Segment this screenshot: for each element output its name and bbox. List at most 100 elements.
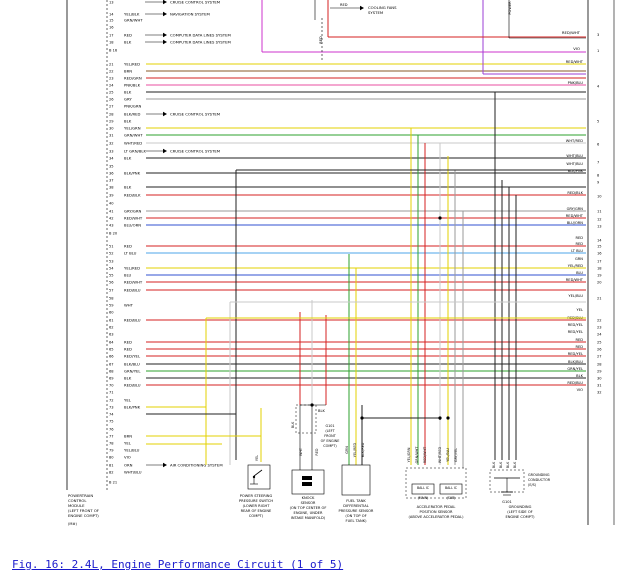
wire-color-label-right: WHT/BLU: [566, 162, 583, 166]
right-connector-pin-number: 23: [597, 326, 602, 330]
system-reference-label: COMPUTER DATA LINES SYSTEM: [170, 40, 231, 45]
pcm-pin-number: 53: [109, 260, 114, 264]
component-label: (LOWER RIGHT: [243, 504, 271, 508]
right-connector-pin-number: 16: [597, 252, 602, 256]
switch-contact: [253, 469, 263, 477]
component-label: POSITION SENSOR: [419, 510, 453, 514]
pcm-wire-label: GRY/GRN: [124, 209, 142, 214]
fuel-tank-pressure-sensor-body: [341, 464, 371, 496]
right-connector-pin-number: 17: [597, 260, 602, 264]
pcm-pin-number: 13: [109, 1, 114, 5]
pcm-pin-number: 65: [109, 348, 114, 352]
right-connector-pin-number: 29: [597, 370, 602, 374]
wire-color-label-right: RED/YEL: [568, 323, 583, 327]
vertical-wire-label: YEL/BLU: [446, 448, 450, 462]
pcm-pin-number: 38: [109, 186, 114, 190]
pcm-pin-number: 59: [109, 304, 114, 308]
pcm-pin-number: 37: [109, 179, 114, 183]
wire-color-label-right: RED/YEL: [568, 330, 583, 334]
pcm-wire-label: GRN/WHT: [124, 133, 143, 138]
wire-color-label-right: BLK/PNK: [568, 169, 584, 173]
arrow-icon: [163, 462, 167, 468]
wire-color-label-right: GRY/GRN: [567, 207, 584, 211]
knock-sensor-element: [302, 476, 312, 480]
pcm-wire-label: YEL/RED: [124, 62, 140, 67]
system-reference-label: CRUISE CONTROL SYSTEM: [170, 0, 220, 5]
pcm-pin-number: 28: [109, 113, 114, 117]
pcm-pin-number: 62: [109, 326, 114, 330]
system-reference-label: CRUISE CONTROL SYSTEM: [170, 149, 220, 154]
pcm-label: (LEFT FRONT OF: [68, 508, 99, 513]
pcm-wire-label: LT GRN/BLK: [124, 149, 147, 154]
pcm-wire-label: VIO: [124, 455, 131, 460]
wire-color-label-right: YEL/RED: [568, 264, 583, 268]
pcm-pin-number: 33: [109, 150, 114, 154]
wire-color-label-right: BLK: [576, 374, 583, 378]
right-connector-pin-number: 21: [597, 297, 602, 301]
pcm-wire-label: RED: [124, 340, 132, 345]
pcm-pin-number: 16: [109, 26, 114, 30]
component-label: SENSOR: [301, 501, 316, 505]
pcm-pin-number: 76: [109, 428, 114, 432]
pcm-pin-number: 69: [109, 377, 114, 381]
pcm-wire-label: BLK/BLU: [124, 362, 140, 367]
pcm-pin-number: 26: [109, 98, 114, 102]
pcm-pin-number: 15: [109, 19, 114, 23]
pcm-pin-number: 78: [109, 442, 114, 446]
pcm-pin-number: 82: [109, 471, 114, 475]
arrow-icon: [163, 111, 167, 117]
ground-code: G101: [502, 500, 512, 504]
system-reference-label: AIR CONDITIONING SYSTEM: [170, 463, 223, 468]
pcm-pin-number: 81: [109, 464, 114, 468]
pcm-pin-number: 40: [109, 202, 114, 206]
ground-note: CONDUCTOR: [528, 478, 551, 482]
pcm-label: ENGINE COMPT): [68, 513, 99, 518]
pcm-pin-number: 29: [109, 120, 114, 124]
pcm-wire-label: BLK/PNK: [124, 405, 141, 410]
component-label: (ON TOP OF: [345, 514, 366, 518]
ic-label: (MAIN): [418, 496, 429, 500]
component-label: (ABOVE ACCELERATOR PEDAL): [408, 515, 464, 519]
app-sensor-ic-box: [439, 483, 463, 495]
pcm-wire-label: GRN/YEL: [124, 369, 141, 374]
vertical-wire-label: BLK: [492, 461, 496, 468]
pcm-wire-label: RED: [124, 33, 132, 38]
pcm-pin-number: 67: [109, 363, 114, 367]
wire-color-label-right: VIO: [573, 46, 580, 51]
component-label: ENGINE, UNDER: [294, 511, 323, 515]
system-reference-label: CRUISE CONTROL SYSTEM: [170, 112, 220, 117]
pcm-pin-number: 75: [109, 420, 114, 424]
pcm-pin-number: 80: [109, 456, 114, 460]
right-connector-pin-number: 25: [597, 341, 602, 345]
right-connector-pin-number: 6: [597, 143, 600, 147]
pcm-wire-label: BRN: [124, 69, 132, 74]
ic-label: BALL IC: [417, 486, 430, 490]
right-connector-pin-number: 12: [597, 218, 602, 222]
vertical-wire-label: BLK/RED: [361, 442, 365, 457]
pcm-wire-label: GRY: [124, 97, 132, 102]
arrow-icon: [360, 5, 364, 11]
right-connector-pin-number: 19: [597, 274, 602, 278]
pcm-wire-label: YEL/BLK: [124, 12, 140, 17]
pcm-wire-label: PNK/GRN: [124, 104, 141, 109]
right-connector-pin-number: 14: [597, 239, 602, 243]
right-connector-pin-number: 7: [597, 161, 599, 165]
pcm-wire-label: RED/YEL: [124, 354, 141, 359]
right-connector-pin-number: 26: [597, 348, 602, 352]
wire-color-label-right: RED/WHT: [566, 278, 584, 282]
component-label: (LEFT SIDE OF: [507, 510, 532, 514]
pcm-pin-number: 56: [109, 281, 114, 285]
pcm-pin-number: 66: [109, 355, 114, 359]
pcm-wire-label: RED/WHT: [124, 216, 143, 221]
figure-caption[interactable]: Fig. 16: 2.4L, Engine Performance Circui…: [12, 558, 344, 571]
splice-dot: [360, 416, 364, 420]
pcm-pin-number: 68: [109, 370, 114, 374]
pcm-pin-number: 35: [109, 165, 114, 169]
vertical-wire-label: BLK: [291, 421, 295, 428]
wire-color-label-right: RED/YEL: [568, 352, 583, 356]
pcm-wire-label: RED/BLU: [124, 288, 141, 293]
pcm-wire-label: BRN: [124, 434, 132, 439]
accelerator-pedal-sensor-outline: [405, 467, 467, 499]
vertical-wire-label: YEL/RED: [353, 442, 357, 457]
